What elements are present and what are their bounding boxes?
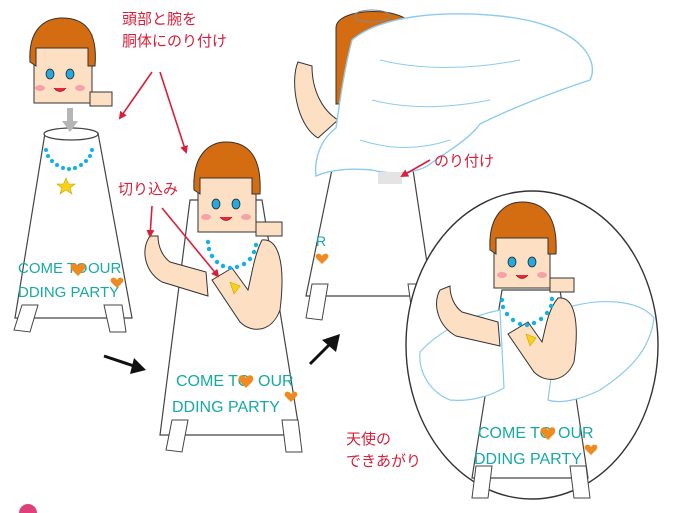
banner-line2: DDING PARTY [474, 451, 582, 468]
head-part [29, 17, 113, 107]
banner-line1-part1: COME TO [478, 425, 552, 442]
back-view-figure: R [294, 9, 594, 321]
bead-necklace [44, 148, 94, 171]
finished-label-line2: できあがり [346, 452, 422, 470]
wings [314, 13, 594, 178]
step-marker [19, 504, 37, 513]
attach-head-arms-label-line2: 胴体にのり付け [122, 32, 228, 50]
assembled-figure: COME TO OUR DDING PARTY [144, 141, 303, 453]
annotation-arrows [118, 71, 431, 278]
banner-line2: DDING PARTY [18, 284, 119, 301]
attach-arrow [62, 108, 78, 132]
banner-line1-part2: OUR [258, 373, 294, 390]
banner-line1-part1: COME TO [18, 260, 87, 277]
banner-line1-part1: COME TO [176, 373, 250, 390]
banner-line2: DDING PARTY [172, 399, 280, 416]
step-arrow-1 [103, 354, 146, 374]
finished-angel-figure: COME TO OUR DDING PARTY [405, 190, 659, 500]
parts-figure: COME TO OUR DDING PARTY [13, 17, 133, 333]
banner-line1-part2: OUR [558, 425, 594, 442]
heart-icon [110, 277, 124, 288]
svg-text:R: R [316, 233, 326, 249]
glue-label: のり付け [434, 152, 495, 170]
step-arrow-2 [308, 334, 340, 366]
finished-label-line1: 天使の [346, 430, 392, 448]
heart-icon [70, 263, 86, 276]
attach-head-arms-label-line1: 頭部と腕を [122, 10, 198, 28]
star-icon [56, 177, 76, 195]
body-cone-part: COME TO OUR DDING PARTY [13, 127, 133, 333]
cut-in-label: 切り込み [118, 180, 179, 198]
banner-line1-part2: OUR [88, 260, 122, 277]
